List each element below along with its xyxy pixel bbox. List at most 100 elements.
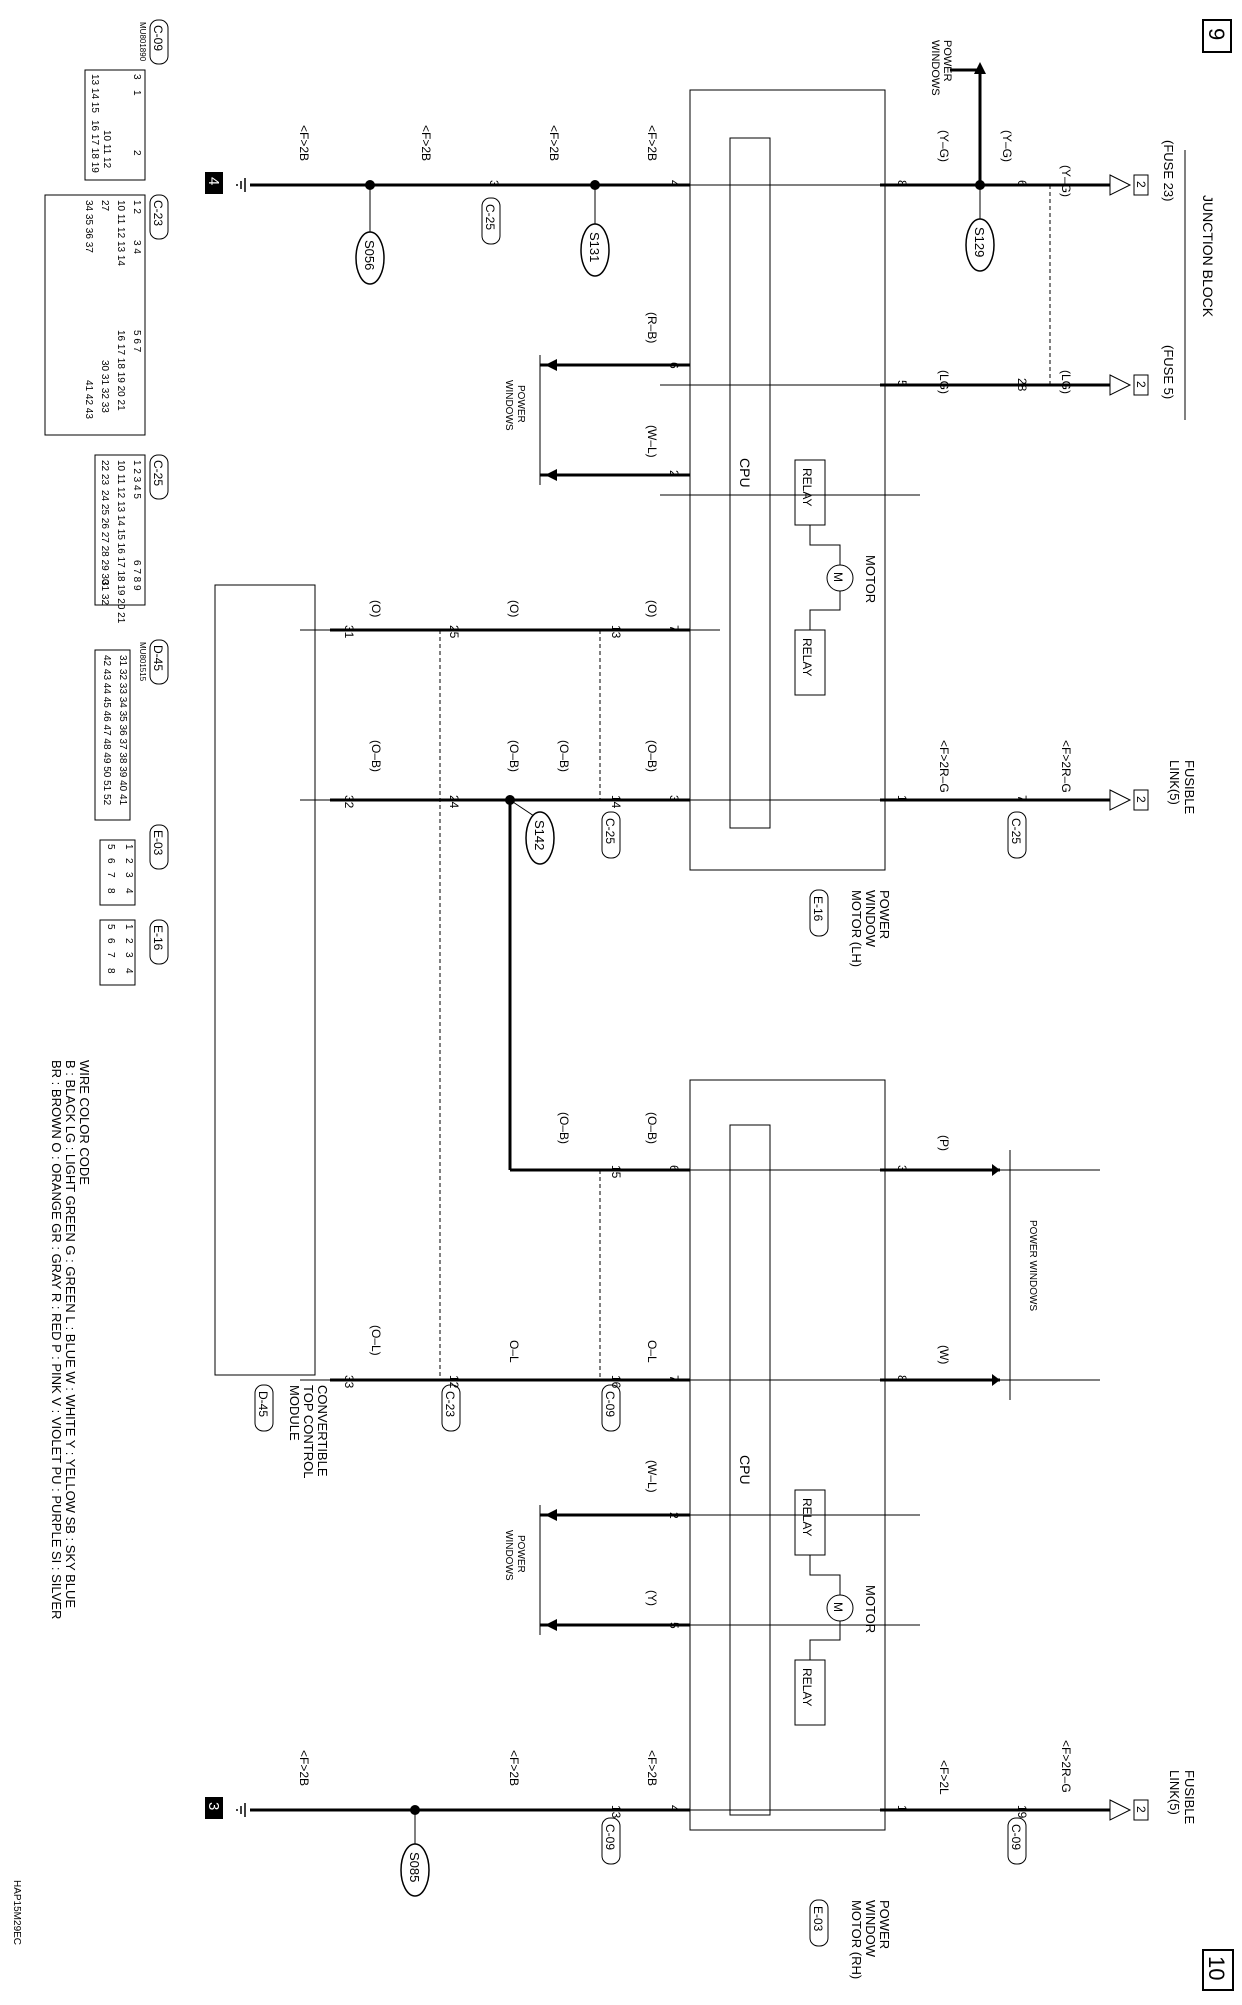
svg-text:28: 28 <box>1015 378 1029 392</box>
svg-text:C-23: C-23 <box>151 200 165 226</box>
svg-text:1: 1 <box>895 795 909 802</box>
svg-text:<F>2B: <F>2B <box>419 125 433 161</box>
svg-text:(Y–G): (Y–G) <box>1059 165 1073 197</box>
svg-text:B : BLACK LG : LIGHT GREEN: B : BLACK LG : LIGHT GREEN G : GREEN L :… <box>63 1060 78 1608</box>
svg-text:E-16: E-16 <box>811 896 825 922</box>
power-window-motor-rh-inner <box>729 1124 771 1816</box>
svg-text:41 42 43: 41 42 43 <box>83 380 94 419</box>
svg-text:C-25: C-25 <box>603 818 617 844</box>
convertible-module-name: CONVERTIBLE TOP CONTROL MODULE <box>287 1385 330 1478</box>
page-number-box-top <box>1202 19 1232 53</box>
page-number-bottom: 10 <box>1204 1956 1229 1980</box>
ground-4-num: 4 <box>205 177 222 185</box>
svg-text:13 14 15: 13 14 15 <box>89 74 100 113</box>
svg-text:WINDOW: WINDOW <box>863 890 878 948</box>
svg-text:4: 4 <box>667 180 681 187</box>
motor-rh-m: M <box>831 1602 845 1612</box>
svg-text:3: 3 <box>123 952 134 958</box>
internal-lines <box>300 184 1100 1811</box>
svg-text:4: 4 <box>123 968 134 974</box>
fuse-23-label: (FUSE 23) <box>1161 140 1176 201</box>
svg-text:<F>2B: <F>2B <box>547 125 561 161</box>
ground-4 <box>236 178 246 192</box>
svg-text:15: 15 <box>609 1165 623 1179</box>
svg-text:(Y–G): (Y–G) <box>1000 130 1014 162</box>
svg-text:C-09: C-09 <box>603 1824 617 1850</box>
fuse-5-terminal: 2 <box>1109 374 1149 396</box>
svg-text:(O–B): (O–B) <box>645 1112 659 1144</box>
svg-text:D-45: D-45 <box>151 645 165 671</box>
svg-text:(O–B): (O–B) <box>645 740 659 772</box>
power-windows-top-1: POWER <box>941 40 953 82</box>
svg-text:8: 8 <box>895 1375 909 1382</box>
fuse-23-terminal: 2 <box>1109 174 1149 196</box>
svg-text:13: 13 <box>609 1805 623 1819</box>
fusible-link-lh-label-2: LINK(5) <box>1167 760 1182 805</box>
svg-text:1: 1 <box>123 924 134 930</box>
svg-text:6 7 8 9: 6 7 8 9 <box>131 560 142 591</box>
svg-text:13: 13 <box>609 625 623 639</box>
cpu-label-rh: CPU <box>737 1455 753 1485</box>
rh-pin-labels: 6 (O–B) 15 (O–B) 7 O–L 16 O–L 12 (O–L) 3… <box>297 1112 1073 1819</box>
svg-text:CONVERTIBLE: CONVERTIBLE <box>315 1385 330 1477</box>
svg-text:<F>2B: <F>2B <box>645 125 659 161</box>
power-window-motor-rh-box <box>689 1079 886 1831</box>
svg-text:7: 7 <box>1015 795 1029 802</box>
svg-text:S131: S131 <box>587 232 602 262</box>
svg-text:22 23: 22 23 <box>99 460 110 485</box>
svg-text:E-16: E-16 <box>151 925 165 951</box>
svg-text:10 11 12 13 14: 10 11 12 13 14 <box>115 200 126 266</box>
splice-s142: S142 <box>509 799 555 865</box>
wire-color-code-legend: WIRE COLOR CODE B : BLACK LG : LIGHT GRE… <box>49 1060 92 1619</box>
svg-text:31 32: 31 32 <box>99 580 110 605</box>
svg-text:24 25 26 27 28 29 30: 24 25 26 27 28 29 30 <box>99 490 110 585</box>
splice-s129: S129 <box>965 185 995 272</box>
svg-text:TOP CONTROL: TOP CONTROL <box>301 1385 316 1478</box>
power-window-motor-lh-inner <box>729 137 771 829</box>
arrow-lh-pin2 <box>545 469 557 481</box>
arrow-rh-pin8 <box>992 1374 1000 1386</box>
splice-s056: S056 <box>355 185 385 285</box>
svg-text:C-09: C-09 <box>151 25 165 51</box>
svg-text:42 43 44 45 46 47 48 49 50 51: 42 43 44 45 46 47 48 49 50 51 52 <box>101 655 112 806</box>
motor-rh-symbol <box>826 1594 854 1622</box>
svg-text:C-09: C-09 <box>603 1391 617 1417</box>
pw-rh-top-label: POWER WINDOWS <box>1027 1220 1038 1311</box>
pw-rh-windows: WINDOWS <box>503 1530 514 1581</box>
svg-text:5: 5 <box>105 844 116 850</box>
arrow-lh-pin6 <box>545 359 557 371</box>
svg-text:2: 2 <box>1134 181 1148 188</box>
svg-text:24: 24 <box>447 795 461 809</box>
svg-text:33: 33 <box>342 1375 356 1389</box>
svg-text:<F>2B: <F>2B <box>645 1750 659 1786</box>
pw-lh-power: POWER <box>515 385 526 423</box>
fusible-link-rh-label-2: LINK(5) <box>1167 1770 1182 1815</box>
svg-text:MODULE: MODULE <box>287 1385 302 1441</box>
lh-motor-name: POWER WINDOW MOTOR (LH) <box>849 890 892 967</box>
svg-text:1: 1 <box>131 90 142 96</box>
svg-text:6: 6 <box>1015 180 1029 187</box>
svg-text:8: 8 <box>895 180 909 187</box>
svg-text:O–L: O–L <box>507 1340 521 1363</box>
svg-text:E-03: E-03 <box>151 830 165 856</box>
fuse-5-label: (FUSE 5) <box>1161 345 1176 399</box>
svg-text:<F>2B: <F>2B <box>297 1750 311 1786</box>
svg-text:3: 3 <box>131 74 142 80</box>
svg-text:5: 5 <box>667 1622 681 1629</box>
svg-text:BR : BROWN O : ORANGE GR: BR : BROWN O : ORANGE GR : GRAY R : RED … <box>49 1060 64 1619</box>
svg-text:(W–L): (W–L) <box>645 425 659 458</box>
power-window-motor-lh-box <box>689 89 886 871</box>
ground-3 <box>236 1803 246 1817</box>
splice-s085: S085 <box>400 1810 430 1897</box>
svg-text:10 11 12 13 14 15 16 17 18 19: 10 11 12 13 14 15 16 17 18 19 20 21 <box>115 460 126 624</box>
svg-text:POWER: POWER <box>877 1900 892 1949</box>
svg-text:<F>2R–G: <F>2R–G <box>1059 740 1073 793</box>
arrow-power-windows-top <box>974 62 986 74</box>
svg-text:7: 7 <box>105 952 116 958</box>
svg-text:(LG): (LG) <box>937 370 951 394</box>
svg-text:1 2: 1 2 <box>131 200 142 214</box>
svg-text:6: 6 <box>105 938 116 944</box>
connector-c23: C-23 1 2 3 4 5 6 7 10 11 12 13 14 16 17 … <box>44 194 169 436</box>
svg-text:(O): (O) <box>507 600 521 617</box>
